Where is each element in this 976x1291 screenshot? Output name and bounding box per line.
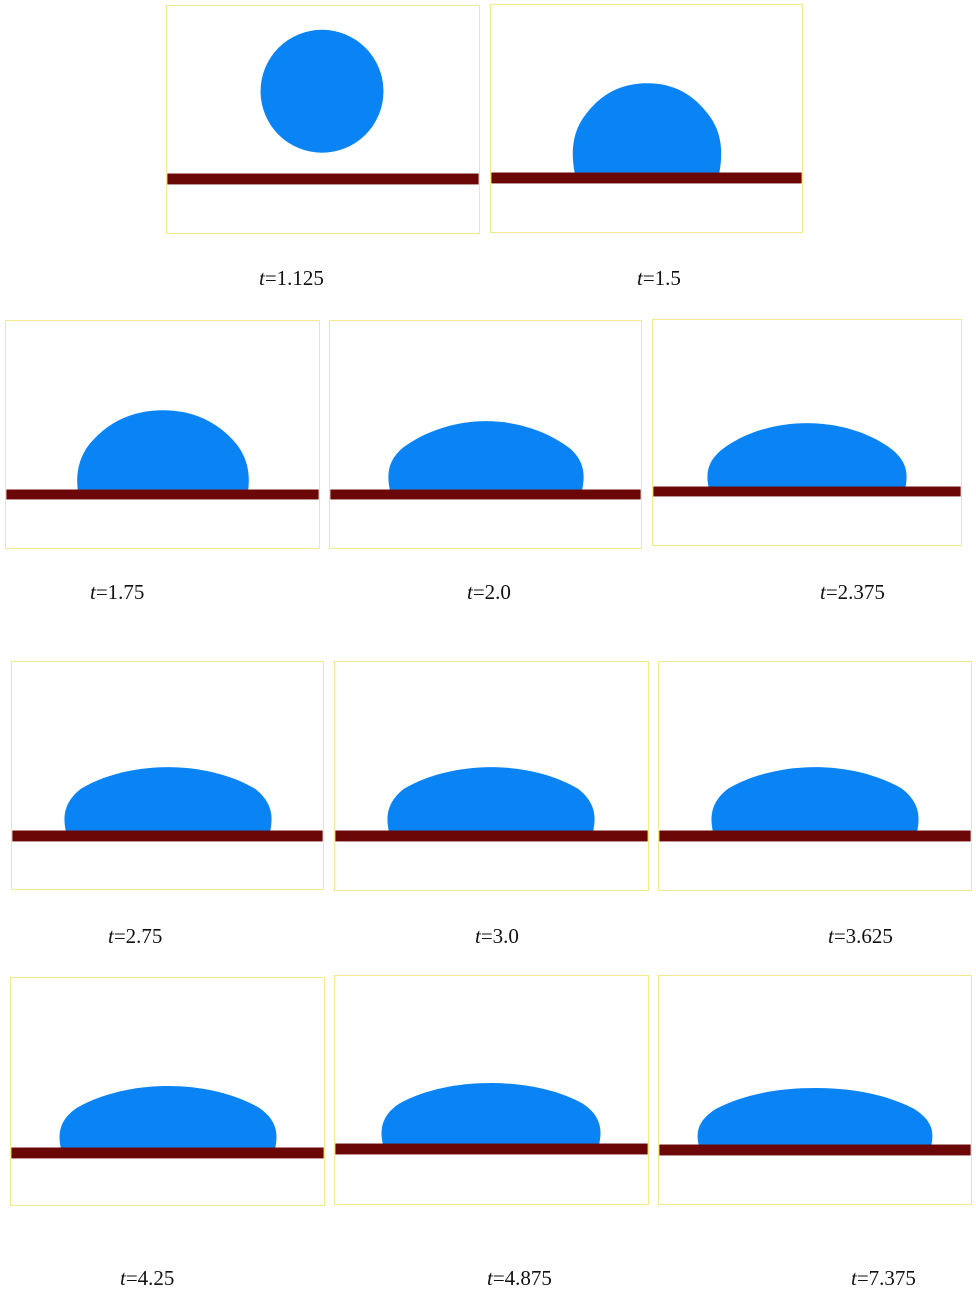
caption-2: t=1.5: [637, 266, 681, 290]
frame-panel-5: [652, 319, 962, 546]
substrate: [12, 830, 323, 842]
frame-panel-3: [5, 320, 320, 549]
droplet: [381, 1083, 601, 1145]
droplet: [64, 767, 272, 832]
frame-11-graphic: [659, 1088, 971, 1156]
substrate: [6, 489, 319, 500]
substrate: [330, 489, 641, 500]
substrate: [167, 173, 479, 185]
frame-panel-11: [658, 975, 972, 1205]
droplet: [59, 1086, 277, 1149]
substrate: [335, 1143, 648, 1155]
droplet: [572, 83, 722, 173]
caption-11: t=7.375: [851, 1266, 916, 1290]
frame-8-graphic: [659, 767, 971, 842]
frame-panel-6: [11, 661, 324, 890]
caption-5: t=2.375: [820, 580, 885, 604]
substrate: [491, 172, 802, 184]
droplet: [77, 410, 249, 490]
frame-2-graphic: [491, 83, 802, 184]
caption-3: t=1.75: [90, 580, 145, 604]
droplet: [707, 423, 907, 489]
frame-10-graphic: [335, 1083, 648, 1155]
frame-9-graphic: [11, 1086, 324, 1159]
droplet: [260, 29, 384, 153]
substrate: [653, 486, 961, 497]
substrate: [659, 1144, 971, 1156]
droplet: [387, 767, 595, 832]
frame-panel-1: [166, 5, 480, 234]
frame-5-graphic: [653, 423, 961, 497]
frame-4-graphic: [330, 421, 641, 500]
caption-10: t=4.875: [487, 1266, 552, 1290]
frame-6-graphic: [12, 767, 323, 842]
caption-9: t=4.25: [120, 1266, 175, 1290]
caption-8: t=3.625: [828, 924, 893, 948]
frame-panel-9: [10, 977, 325, 1206]
frame-3-graphic: [6, 410, 319, 500]
frame-panel-2: [490, 4, 803, 233]
caption-7: t=3.0: [475, 924, 519, 948]
substrate: [659, 830, 971, 842]
frame-7-graphic: [335, 767, 648, 842]
droplet: [388, 421, 584, 490]
frame-1-graphic: [167, 29, 479, 185]
frame-panel-8: [658, 661, 972, 891]
caption-6: t=2.75: [108, 924, 163, 948]
droplet: [697, 1088, 933, 1147]
caption-1: t=1.125: [259, 266, 324, 290]
frame-panel-4: [329, 320, 642, 549]
frame-panel-7: [334, 661, 649, 891]
caption-4: t=2.0: [467, 580, 511, 604]
frame-panel-10: [334, 975, 649, 1205]
substrate: [335, 830, 648, 842]
droplet: [711, 767, 919, 832]
substrate: [11, 1147, 324, 1159]
